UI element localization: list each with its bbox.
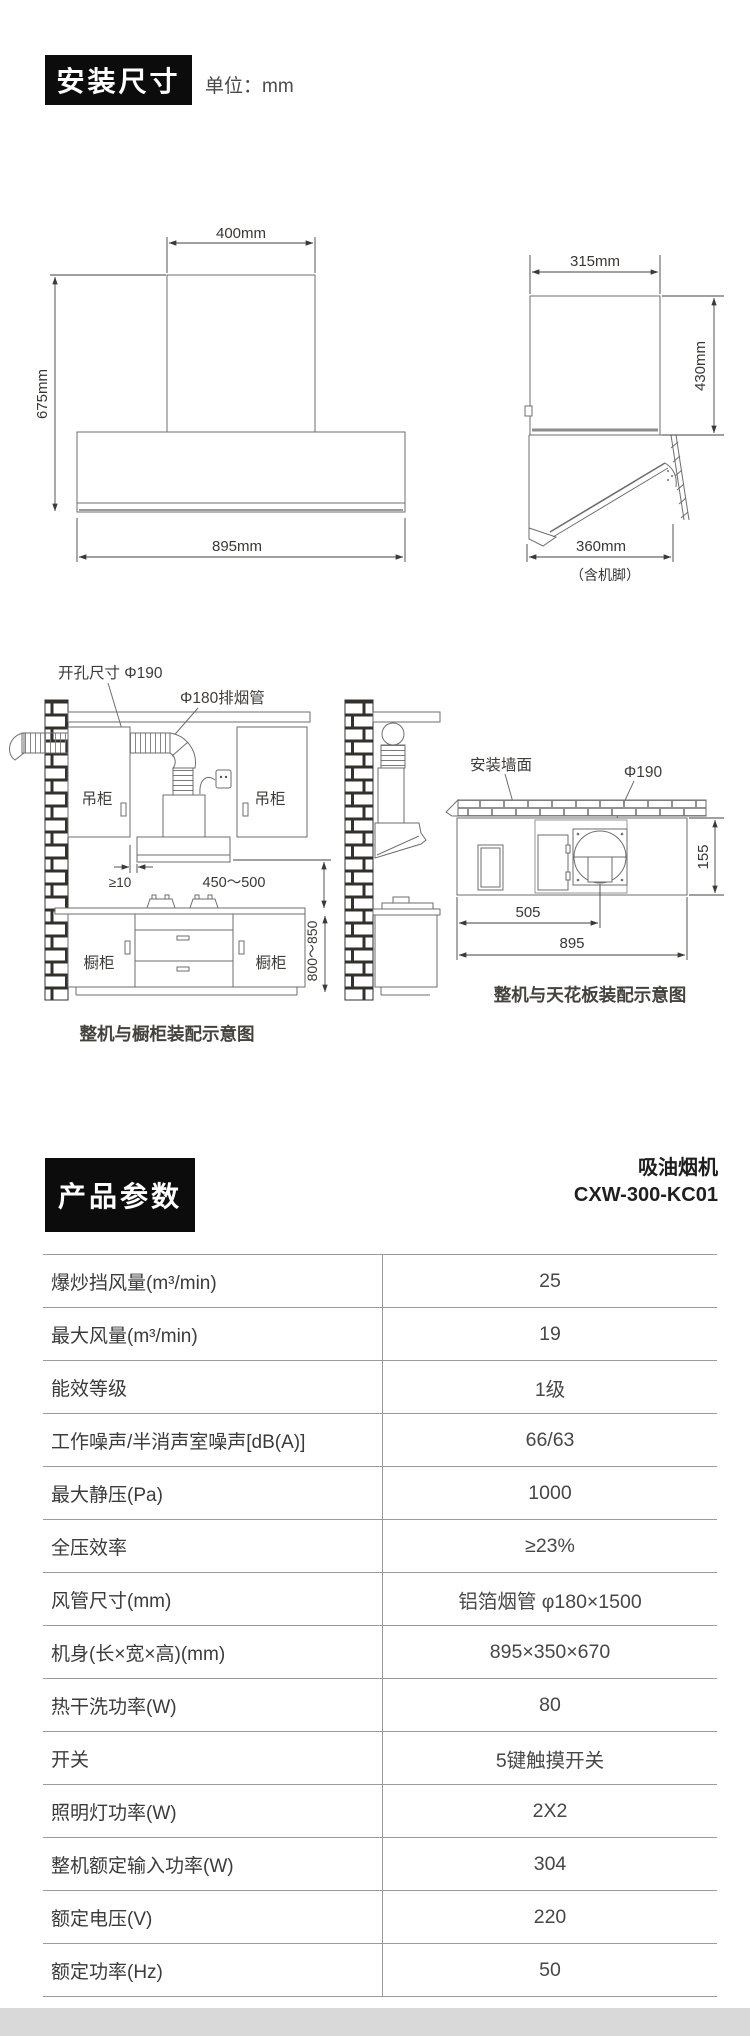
front-width-top-dim: 400mm bbox=[216, 225, 266, 242]
front-height-dim: 675mm bbox=[34, 369, 51, 419]
table-row: 照明灯功率(W) 2X2 bbox=[43, 1785, 717, 1838]
hanging-cabinet-right-label: 吊柜 bbox=[254, 790, 285, 808]
param-label: 开关 bbox=[51, 1749, 90, 1771]
param-value: 铝箔烟管 φ180×1500 bbox=[382, 1573, 717, 1625]
table-row: 爆炒挡风量(m³/min) 25 bbox=[43, 1255, 717, 1308]
ceiling-assembly-diagram: 安装墙面 Φ190 505 bbox=[445, 756, 724, 1005]
param-value: 5键触摸开关 bbox=[382, 1732, 717, 1784]
param-value: 66/63 bbox=[382, 1414, 717, 1466]
param-label: 照明灯功率(W) bbox=[51, 1802, 177, 1824]
param-value: 895×350×670 bbox=[382, 1626, 717, 1678]
param-label: 工作噪声/半消声室噪声[dB(A)] bbox=[51, 1431, 306, 1453]
cabinet-assembly-diagram: 开孔尺寸 Φ190 Φ180排烟管 吊柜 吊柜 bbox=[9, 664, 331, 1044]
param-label: 机身(长×宽×高)(mm) bbox=[51, 1643, 226, 1665]
cabinet-diagram-caption: 整机与橱柜装配示意图 bbox=[80, 1024, 255, 1044]
table-row: 额定电压(V) 220 bbox=[43, 1891, 717, 1944]
install-wall-label: 安装墙面 bbox=[470, 756, 532, 774]
counter-height-dim: 800～850 bbox=[304, 920, 320, 981]
front-width-bottom-dim: 895mm bbox=[212, 538, 262, 555]
param-value: 50 bbox=[382, 1944, 717, 1996]
param-value: 80 bbox=[382, 1679, 717, 1731]
hole-size-label: 开孔尺寸 Φ190 bbox=[58, 664, 163, 682]
brick-wall-middle bbox=[344, 699, 374, 1001]
param-value: ≥23% bbox=[382, 1520, 717, 1572]
hood-height-range-dim: 450～500 bbox=[203, 875, 266, 891]
param-value: 25 bbox=[382, 1255, 717, 1307]
param-value: 19 bbox=[382, 1308, 717, 1360]
table-row: 额定功率(Hz) 50 bbox=[43, 1944, 717, 1997]
table-row: 工作噪声/半消声室噪声[dB(A)] 66/63 bbox=[43, 1414, 717, 1467]
fan-offset-dim: 505 bbox=[515, 904, 540, 921]
param-label: 最大风量(m³/min) bbox=[51, 1325, 198, 1347]
table-row: 风管尺寸(mm) 铝箔烟管 φ180×1500 bbox=[43, 1573, 717, 1626]
param-label: 爆炒挡风量(m³/min) bbox=[51, 1272, 217, 1294]
pipe-label: Φ180排烟管 bbox=[180, 689, 265, 707]
table-row: 机身(长×宽×高)(mm) 895×350×670 bbox=[43, 1626, 717, 1679]
side-depth-top-dim: 315mm bbox=[570, 253, 620, 270]
param-label: 全压效率 bbox=[51, 1537, 128, 1559]
side-view-diagram: 315mm 430mm 360mm （含机脚） bbox=[524, 253, 724, 583]
table-row: 开关 5键触摸开关 bbox=[43, 1732, 717, 1785]
table-row: 整机额定输入功率(W) 304 bbox=[43, 1838, 717, 1891]
side-bottom-dim: 360mm bbox=[576, 538, 626, 555]
product-model: CXW-300-KC01 bbox=[573, 1184, 718, 1206]
footer-bar bbox=[0, 2008, 750, 2036]
base-cabinet-right-label: 橱柜 bbox=[255, 954, 286, 972]
side-bottom-note: （含机脚） bbox=[570, 567, 640, 583]
param-value: 304 bbox=[382, 1838, 717, 1890]
param-value: 1000 bbox=[382, 1467, 717, 1519]
unit-label: 单位：mm bbox=[205, 76, 294, 97]
param-label: 整机额定输入功率(W) bbox=[51, 1855, 234, 1877]
wall-side-profile-diagram bbox=[344, 699, 441, 1001]
table-row: 最大静压(Pa) 1000 bbox=[43, 1467, 717, 1520]
param-label: 最大静压(Pa) bbox=[51, 1484, 163, 1506]
base-cabinet-left-label: 橱柜 bbox=[83, 954, 114, 972]
product-heading: 吸油烟机 CXW-300-KC01 bbox=[574, 1155, 718, 1209]
params-section-title: 产品参数 bbox=[45, 1158, 195, 1232]
machine-depth-dim: 155 bbox=[695, 844, 712, 869]
ceiling-hole-label: Φ190 bbox=[624, 764, 663, 781]
table-row: 全压效率 ≥23% bbox=[43, 1520, 717, 1573]
ceiling-tiles bbox=[457, 799, 707, 817]
table-row: 能效等级 1级 bbox=[43, 1361, 717, 1414]
hanging-cabinet-left-label: 吊柜 bbox=[81, 790, 112, 808]
dimension-diagrams: 400mm 675mm 895mm bbox=[34, 225, 724, 583]
table-row: 最大风量(m³/min) 19 bbox=[43, 1308, 717, 1361]
table-row: 热干洗功率(W) 80 bbox=[43, 1679, 717, 1732]
install-title-text: 安装尺寸 bbox=[56, 66, 181, 97]
param-label: 额定电压(V) bbox=[51, 1908, 153, 1930]
brick-wall-left bbox=[44, 699, 69, 1001]
front-view-diagram: 400mm 675mm 895mm bbox=[34, 225, 406, 562]
assembly-diagrams: 开孔尺寸 Φ190 Φ180排烟管 吊柜 吊柜 bbox=[9, 664, 724, 1044]
param-label: 能效等级 bbox=[51, 1378, 128, 1400]
param-label: 风管尺寸(mm) bbox=[51, 1590, 172, 1612]
param-label: 热干洗功率(W) bbox=[51, 1696, 177, 1718]
param-label: 额定功率(Hz) bbox=[51, 1961, 163, 1983]
machine-width-dim: 895 bbox=[559, 935, 584, 952]
param-value: 1级 bbox=[382, 1361, 717, 1413]
params-title-text: 产品参数 bbox=[57, 1181, 182, 1212]
gap-dim: ≥10 bbox=[109, 875, 131, 890]
side-height-dim: 430mm bbox=[692, 341, 709, 391]
product-type: 吸油烟机 bbox=[638, 1157, 718, 1179]
param-value: 220 bbox=[382, 1891, 717, 1943]
param-value: 2X2 bbox=[382, 1785, 717, 1837]
power-socket bbox=[215, 769, 232, 789]
ceiling-diagram-caption: 整机与天花板装配示意图 bbox=[494, 985, 687, 1005]
install-section-title: 安装尺寸 bbox=[45, 55, 192, 105]
